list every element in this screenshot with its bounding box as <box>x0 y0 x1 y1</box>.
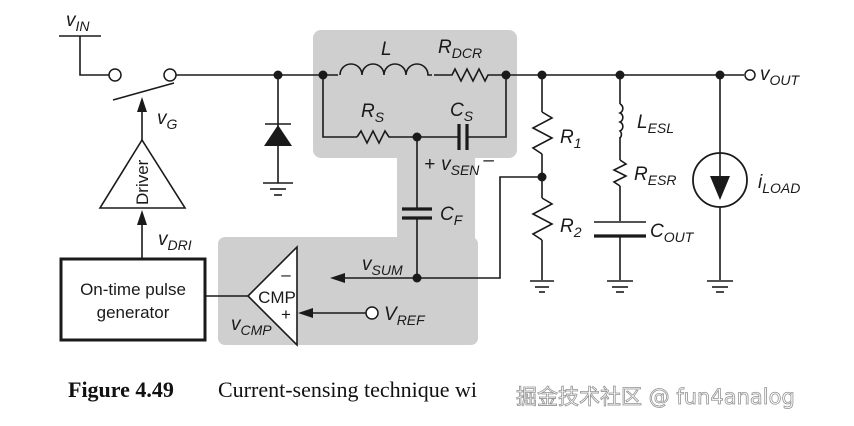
diode-icon <box>264 125 292 146</box>
junction-dot <box>715 70 725 80</box>
junction-dot <box>412 132 422 142</box>
resistor-icon <box>444 67 496 83</box>
rs-wire-left <box>322 75 357 138</box>
junction-dot <box>318 70 328 80</box>
power-switch <box>108 68 177 101</box>
iload-label: iLOAD <box>758 172 800 196</box>
junction-dots <box>273 70 725 283</box>
junction-dot <box>273 70 283 80</box>
inductor-l: L <box>338 39 434 80</box>
r1-label: R1 <box>560 127 582 151</box>
cout-label: COUT <box>650 221 695 245</box>
vdri-label: vDRI <box>158 229 192 253</box>
lesl-label: LESL <box>637 112 674 136</box>
inductor-mask <box>338 70 434 80</box>
load-current-source: iLOAD <box>692 75 800 293</box>
junction-dot <box>537 70 547 80</box>
figure-number: Figure 4.49 <box>68 377 174 402</box>
vin-label: vIN <box>66 10 90 34</box>
resistor-rdcr: RDCR <box>438 37 496 84</box>
vsen-label: +vSEN– <box>424 150 494 178</box>
pulse-generator-block: On-time pulse generator <box>59 257 207 342</box>
junction-dot <box>501 70 511 80</box>
highlight-stem <box>397 150 475 250</box>
switch-blade <box>112 82 175 101</box>
comparator-triangle <box>246 245 298 347</box>
comparator-plus: + <box>281 305 291 324</box>
driver-triangle <box>98 138 187 209</box>
comparator-label: CMP <box>258 288 296 307</box>
vref-label: VREF <box>384 304 426 328</box>
freewheel-diode <box>263 75 293 196</box>
l-label: L <box>381 39 392 60</box>
current-arrow-icon <box>710 176 730 200</box>
cf-label: CF <box>440 204 464 228</box>
junction-dot <box>412 273 422 283</box>
resr-resistor-icon <box>612 159 628 187</box>
rs-label: RS <box>361 101 385 125</box>
driver-label: Driver <box>133 159 152 205</box>
vsum-wire <box>344 176 542 279</box>
comparator-block: CMP – + <box>246 245 298 347</box>
vg-arrow-icon <box>137 97 147 112</box>
driver-block: Driver <box>98 138 187 209</box>
rdcr-label: RDCR <box>438 37 482 61</box>
resr-label: RESR <box>634 164 677 188</box>
divider-r1-r2: R1 R2 <box>530 75 582 293</box>
vout-terminal <box>744 69 756 81</box>
lesl-inductor-icon <box>618 103 624 139</box>
vsum-label: vSUM <box>362 254 403 278</box>
vin-wire <box>79 36 109 76</box>
pulse-generator-box <box>59 257 207 342</box>
vref-terminal <box>365 306 379 320</box>
r2-resistor-icon <box>531 197 554 241</box>
vdri-arrow-icon <box>137 210 147 225</box>
switch-terminal-right <box>163 68 177 82</box>
rs-resistor-icon <box>356 129 417 145</box>
cs-label: CS <box>450 100 474 124</box>
vsum-arrow-icon <box>330 273 345 283</box>
vcmp-label: vCMP <box>231 314 272 338</box>
watermark: 掘金技术社区 @ fun4analog <box>516 385 795 409</box>
comparator-minus: – <box>281 265 291 284</box>
figure-caption: Current-sensing technique wi <box>218 377 477 402</box>
output-capacitor-branch: LESL RESR COUT <box>594 75 695 293</box>
r1-resistor-icon <box>531 111 554 155</box>
inductor-icon <box>339 63 432 76</box>
cs-wire-right <box>468 75 507 138</box>
vin-source: vIN <box>59 10 109 76</box>
vref-arrow-icon <box>298 308 313 318</box>
junction-dot <box>615 70 625 80</box>
junction-dot <box>537 172 547 182</box>
r2-label: R2 <box>560 216 582 240</box>
pulse-generator-label-line2: generator <box>97 303 170 322</box>
pulse-generator-label-line1: On-time pulse <box>80 280 186 299</box>
vg-label: vG <box>157 108 178 132</box>
switch-terminal-left <box>108 68 122 82</box>
vout-label: vOUT <box>760 64 801 88</box>
